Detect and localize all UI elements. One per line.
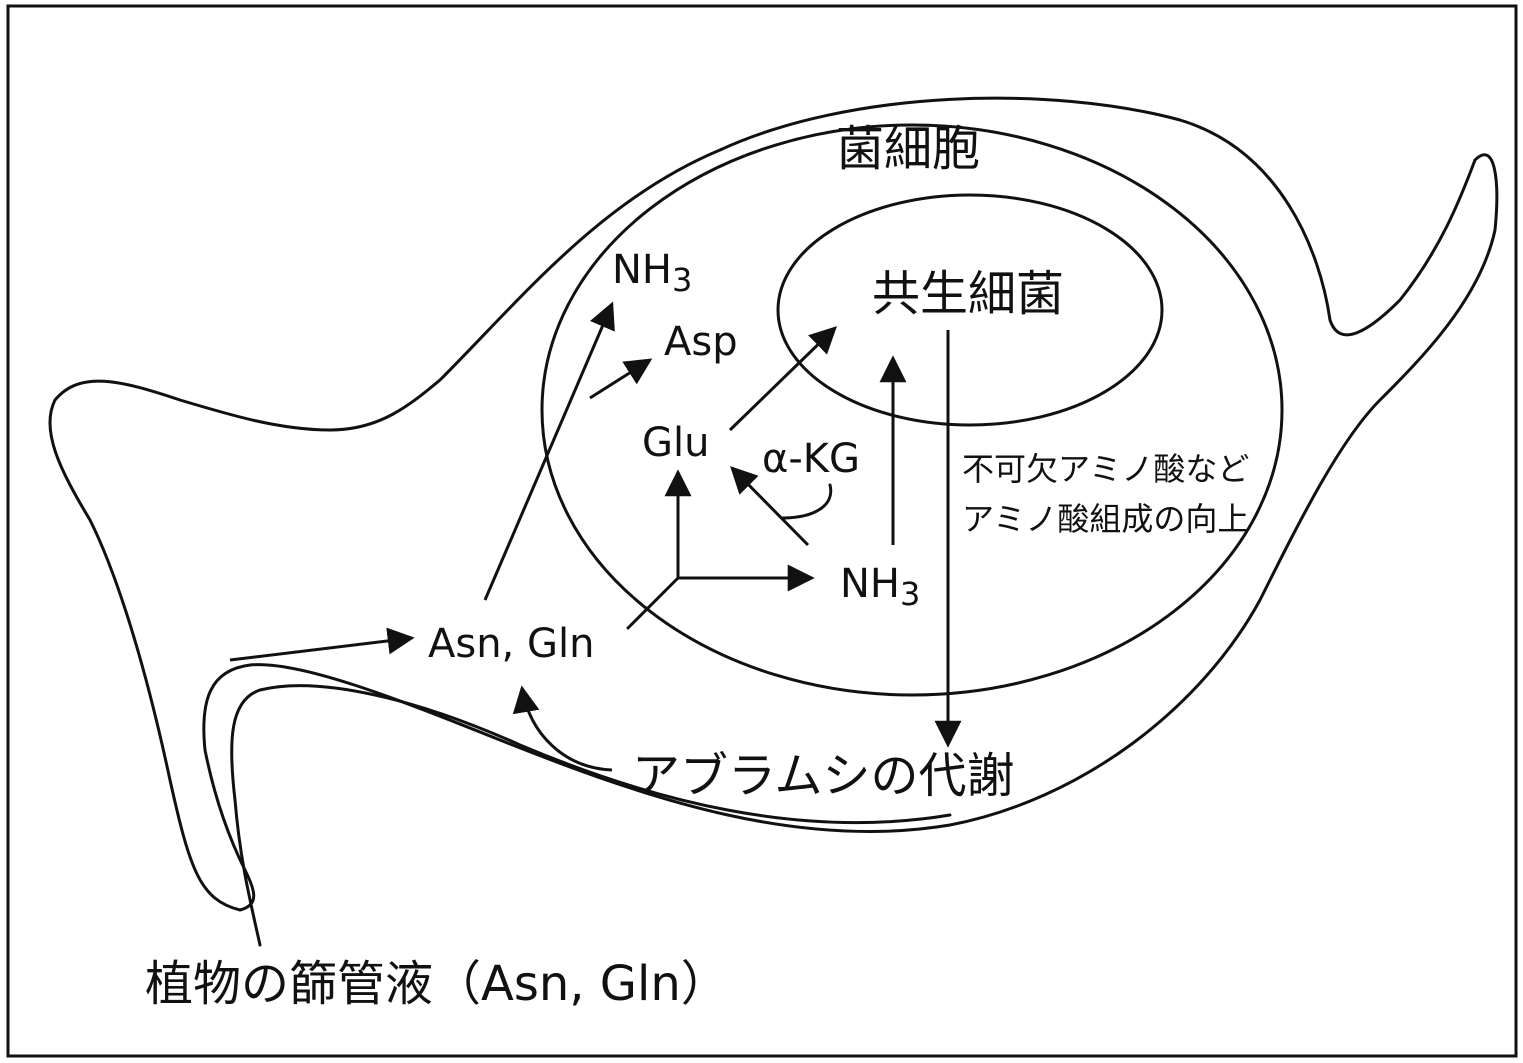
branch-line-asngln (626, 576, 680, 630)
label-essential-line2: アミノ酸組成の向上 (962, 500, 1249, 538)
label-nh3-mid: NH3 (840, 561, 920, 613)
frame-border (6, 4, 1518, 1058)
nh3-mid-main: NH (840, 561, 900, 607)
label-essential-line1: 不可欠アミノ酸など (962, 450, 1249, 488)
arrow-glu-to-symbiont (728, 326, 837, 432)
label-bacteriocyte: 菌細胞 (836, 121, 980, 177)
label-phloem: 植物の篩管液（Asn, Gln） (145, 956, 729, 1012)
symbiont-outline (776, 193, 1164, 427)
label-nh3-top: NH3 (612, 247, 692, 299)
nh3-top-main: NH (612, 247, 672, 293)
nh3-mid-subscript: 3 (900, 575, 920, 613)
label-symbiont: 共生細菌 (872, 266, 1064, 322)
label-asn-gln: Asn, Gln (428, 621, 594, 667)
arrow-nh3-to-glu (730, 466, 810, 547)
akg-curve (780, 483, 833, 520)
label-asp: Asp (664, 319, 738, 365)
label-glu: Glu (642, 420, 709, 466)
arrow-branch-to-asp (589, 358, 653, 400)
stylet-inner-line (230, 684, 952, 947)
label-metabolism: アブラムシの代謝 (632, 748, 1015, 804)
bacteriocyte-outline (540, 123, 1284, 697)
arrow-metabolism-to-asngln (512, 685, 613, 772)
arrow-phloem-to-asngln (229, 627, 415, 662)
aphid-body-outline (48, 96, 1499, 912)
nh3-top-subscript: 3 (672, 261, 692, 299)
arrow-asngln-to-nh3-top (483, 301, 615, 601)
label-akg: α-KG (762, 436, 860, 482)
